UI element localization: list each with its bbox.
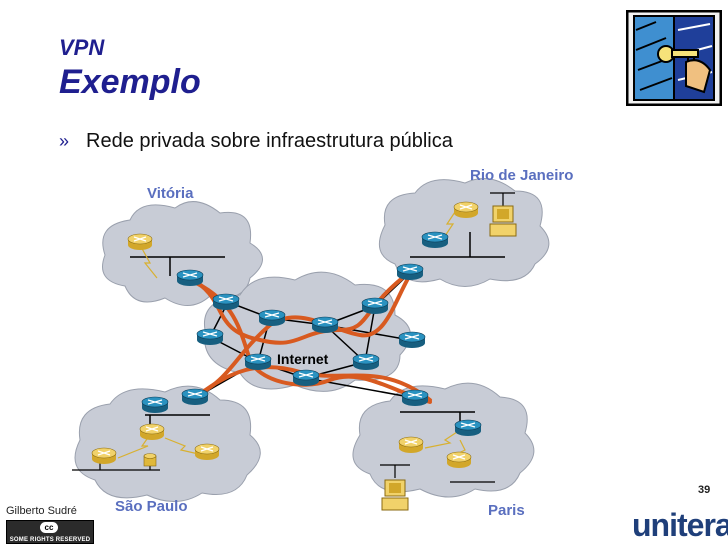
key-lock-icon <box>625 9 723 107</box>
page-number: 39 <box>698 484 711 496</box>
city-label-rio: Rio de Janeiro <box>470 167 574 184</box>
router-vitoria-edge <box>176 269 204 287</box>
internet-label: Internet <box>277 351 329 367</box>
cloud-paris <box>352 382 535 498</box>
author-name: Gilberto Sudré <box>6 505 77 517</box>
cloud-sao-paulo <box>74 385 261 502</box>
slide-title: Exemplo <box>59 63 201 101</box>
workstation-rio-icon <box>489 205 517 237</box>
router-paris-edge <box>401 389 429 407</box>
creative-commons-badge: cc SOME RIGHTS RESERVED <box>6 520 94 544</box>
workstation-paris-icon <box>381 479 409 511</box>
city-label-paris: Paris <box>488 502 525 519</box>
server-icon <box>143 453 157 467</box>
slide-title-small: VPN <box>59 35 105 60</box>
router-rio-edge <box>396 263 424 281</box>
bullet-mark: » <box>59 131 70 151</box>
cloud-vitoria <box>102 201 263 306</box>
router-sao-paulo-edge <box>181 388 209 406</box>
key-lock-clipart <box>625 9 723 107</box>
cc-icon: cc <box>40 522 58 533</box>
bullet-text: Rede privada sobre infraestrutura públic… <box>86 130 453 152</box>
brand-logo: unitera <box>632 507 728 543</box>
vpn-tunnels <box>188 270 432 404</box>
city-label-sao-paulo: São Paulo <box>115 498 188 515</box>
city-label-vitoria: Vitória <box>147 185 194 202</box>
cc-text: SOME RIGHTS RESERVED <box>9 537 91 543</box>
